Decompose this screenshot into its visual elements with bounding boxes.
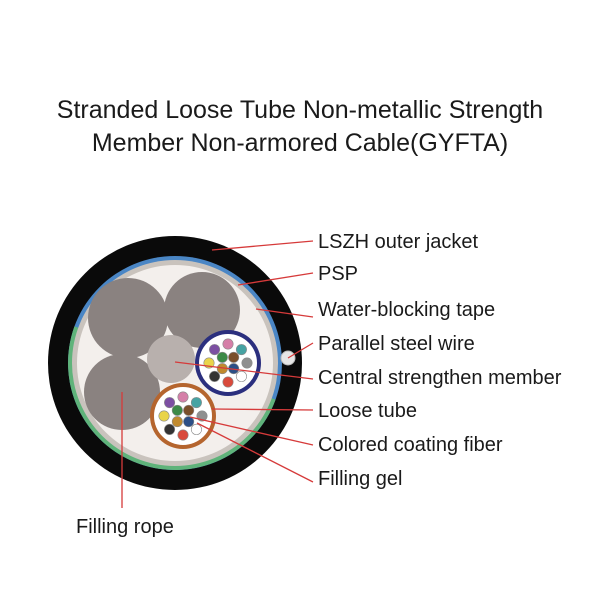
colored-coating-fiber (164, 423, 176, 435)
colored-coating-fiber (222, 376, 234, 388)
leader-lines (121, 240, 314, 508)
label-water-blocking-tape: Water-blocking tape (318, 299, 495, 321)
colored-coating-fiber (177, 391, 189, 403)
colored-coating-fiber (171, 416, 183, 428)
leader-line-tube (211, 408, 314, 411)
leader-line-jacket (211, 240, 314, 251)
colored-coating-fiber (183, 416, 195, 428)
colored-coating-fiber (222, 338, 234, 350)
colored-coating-fiber (177, 429, 189, 441)
colored-coating-fiber (235, 344, 247, 356)
central-strengthen-member (147, 335, 195, 383)
colored-coating-fiber (235, 370, 247, 382)
leader-line-wire (287, 342, 314, 359)
label-outer-jacket: LSZH outer jacket (318, 231, 479, 253)
filling-rope (164, 272, 240, 348)
leader-line-central (174, 361, 314, 380)
label-filling-gel: Filling gel (318, 468, 402, 490)
colored-coating-fiber (190, 423, 202, 435)
label-psp: PSP (318, 263, 358, 285)
label-filling-rope: Filling rope (76, 516, 174, 538)
colored-coating-fiber (164, 397, 176, 409)
label-loose-tube: Loose tube (318, 400, 417, 422)
colored-coating-fiber (171, 404, 183, 416)
colored-coating-fiber (158, 410, 170, 422)
filling-rope (88, 278, 168, 358)
colored-coating-fiber (216, 351, 228, 363)
leader-line-gel (196, 422, 314, 483)
leader-line-tape (255, 308, 314, 318)
label-parallel-steel-wire: Parallel steel wire (318, 333, 475, 355)
leader-line-psp (237, 272, 314, 286)
colored-coating-fiber (190, 397, 202, 409)
colored-coating-fiber (209, 370, 221, 382)
fiber-group-blue-tube (203, 338, 253, 388)
colored-coating-fiber (241, 357, 253, 369)
leader-line-fiber (189, 416, 314, 446)
diagram-title-line-1: Stranded Loose Tube Non-metallic Strengt… (56, 96, 544, 124)
colored-coating-fiber (228, 351, 240, 363)
fiber-group-orange-tube (158, 391, 208, 441)
colored-coating-fiber (209, 344, 221, 356)
colored-coating-fiber (183, 404, 195, 416)
label-colored-coating-fiber: Colored coating fiber (318, 434, 503, 456)
label-central-strengthen-member: Central strengthen member (318, 367, 562, 389)
diagram-title-line-2: Member Non-armored Cable(GYFTA) (91, 129, 509, 157)
